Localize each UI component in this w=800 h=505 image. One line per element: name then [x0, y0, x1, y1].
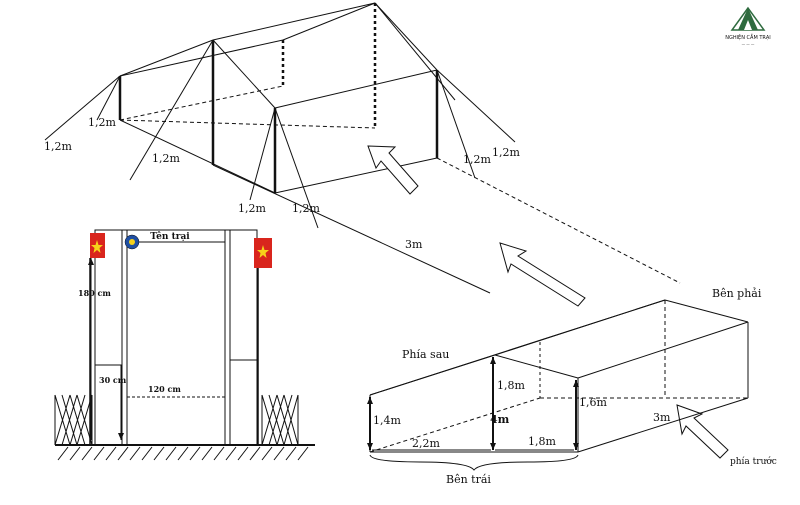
- guy-line-far-left: [44, 75, 121, 141]
- gate-inner-height-label: 30 cm: [99, 375, 127, 385]
- bt-left-brace: [369, 454, 579, 471]
- top-tent-diagram: [44, 2, 681, 294]
- label-guy-far-left: 1,2m: [44, 140, 72, 153]
- top-base-front: [274, 157, 438, 194]
- label-width-front: 1,8m: [528, 435, 556, 448]
- gate-height-label: 180 cm: [78, 288, 111, 298]
- gate-post-left: [94, 229, 123, 446]
- label-guy-front-a: 1,2m: [238, 202, 266, 215]
- fence-left: [54, 394, 93, 446]
- top-base-left: [119, 119, 276, 194]
- guy-line-right-a: [436, 69, 476, 179]
- bottom-tent-labels: Phía sau Bên phải Bên trái phía trước 1,…: [373, 287, 777, 486]
- guy-line-front-a: [249, 107, 276, 201]
- length-line-dashed: [436, 157, 681, 284]
- bt-far-roof: [664, 299, 749, 323]
- label-h-ridge: 1,8m: [497, 379, 525, 392]
- guy-line-left: [96, 75, 121, 121]
- bt-ridge-line: [494, 299, 666, 356]
- tent-logo-door-icon: [744, 20, 752, 30]
- bt-hidden-base-left: [369, 397, 541, 453]
- top-tent-labels: 1,2m 1,2m 1,2m 1,2m 1,2m 1,2m 1,2m 3m: [44, 116, 520, 251]
- bt-bottom-right-edge: [577, 397, 749, 453]
- guy-line-right-b: [436, 69, 516, 143]
- flag-right-star-icon: [257, 245, 269, 258]
- label-bottom-length: 3m: [653, 411, 671, 424]
- ground-hatching: [57, 446, 309, 461]
- top-back-roof: [282, 2, 376, 41]
- label-left: Bên trái: [446, 473, 491, 486]
- top-roof-right: [374, 2, 438, 71]
- label-h-back: 1,4m: [373, 414, 401, 427]
- tent-logo-icon: [738, 8, 758, 30]
- gate-sign-text: Tên trại: [150, 231, 190, 242]
- guy-line-mid-left: [129, 39, 214, 181]
- label-guy-front-b: 1,2m: [292, 202, 320, 215]
- bottom-tent-arrowheads: [367, 357, 579, 450]
- top-ridge-line: [212, 2, 376, 41]
- flag-left-star-icon: [91, 240, 103, 253]
- guy-line-ridge: [374, 2, 456, 101]
- label-guy-right-a: 1,2m: [463, 153, 491, 166]
- top-eave-front: [274, 69, 438, 109]
- bt-roof-right-slope: [494, 354, 579, 379]
- emblem-center: [129, 239, 135, 245]
- gate-labels: Tên trại 180 cm 30 cm 120 cm: [78, 231, 190, 394]
- label-guy-left: 1,2m: [88, 116, 116, 129]
- direction-arrows: [367, 145, 729, 459]
- arrow-front: [676, 404, 729, 459]
- label-guy-mid-left: 1,2m: [152, 152, 180, 165]
- gate-inner-arrow-bottom: [118, 433, 124, 440]
- top-eave-back: [119, 39, 284, 77]
- bottom-tent-diagram: [369, 299, 749, 471]
- brand-logo: NGHIỆN CẮM TRẠI — — —: [725, 6, 771, 46]
- arrow-up-left: [499, 242, 586, 307]
- label-width-back: 2,2m: [412, 437, 440, 450]
- gate-height-arrow-top: [88, 258, 94, 265]
- label-h-center: 4m: [490, 413, 510, 426]
- label-front: phía trước: [730, 456, 777, 467]
- label-right: Bên phải: [712, 287, 762, 300]
- top-base-back-hidden: [119, 119, 376, 129]
- fence-right: [261, 394, 299, 446]
- top-roof-left-back: [119, 39, 214, 77]
- logo-brand-text: NGHIỆN CẮM TRẠI: [725, 33, 771, 41]
- label-guy-right-b: 1,2m: [492, 146, 520, 159]
- gate-width-label: 120 cm: [148, 384, 181, 394]
- top-mid-hidden: [119, 85, 284, 121]
- guy-line-front-b: [274, 107, 319, 229]
- bt-eave-front-edge: [577, 321, 749, 379]
- arrow-to-top-tent: [367, 145, 419, 195]
- length-line-solid: [212, 164, 491, 294]
- gate-post-right: [229, 229, 258, 446]
- logo-tagline: — — —: [742, 42, 755, 46]
- top-roof-left-front: [212, 39, 276, 109]
- gate-diagram: [54, 229, 315, 461]
- label-top-length: 3m: [405, 238, 423, 251]
- label-back: Phía sau: [402, 348, 449, 361]
- label-h-front: 1,6m: [579, 396, 607, 409]
